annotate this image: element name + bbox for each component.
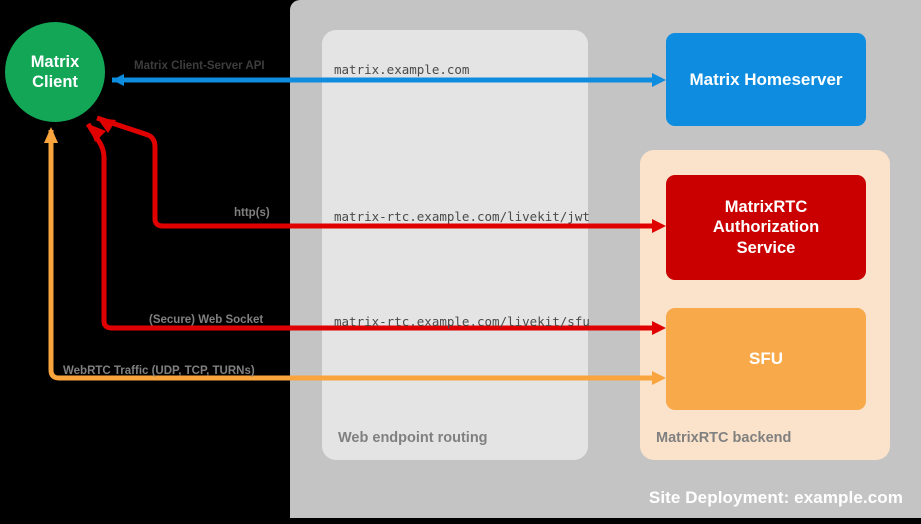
node-auth-line2: Authorization [712, 218, 820, 237]
node-matrix-client[interactable]: Matrix Client [5, 22, 105, 122]
site-deployment-label: Site Deployment: example.com [648, 488, 903, 507]
matrixrtc-backend-label: MatrixRTC backend [656, 430, 792, 446]
node-matrix-client-line2: Client [32, 73, 78, 91]
endpoint-url-matrix: matrix.example.com [334, 62, 470, 77]
node-matrixrtc-authorization-service[interactable]: MatrixRTC Authorization Service [666, 175, 866, 280]
node-matrix-homeserver-label: Matrix Homeserver [689, 69, 843, 89]
endpoint-url-livekit-sfu: matrix-rtc.example.com/livekit/sfu [334, 314, 590, 329]
edge-label-webrtc-traffic: WebRTC Traffic (UDP, TCP, TURNs) [63, 365, 255, 377]
node-auth-line3: Service [736, 238, 796, 257]
edge-label-secure-websocket: (Secure) Web Socket [149, 314, 264, 326]
node-auth-line1: MatrixRTC [724, 197, 808, 216]
edge-label-https: http(s) [234, 207, 270, 219]
node-sfu-label: SFU [749, 349, 783, 369]
web-endpoint-routing-label: Web endpoint routing [338, 430, 488, 446]
node-matrix-homeserver[interactable]: Matrix Homeserver [666, 33, 866, 126]
node-sfu[interactable]: SFU [666, 308, 866, 410]
endpoint-url-livekit-jwt: matrix-rtc.example.com/livekit/jwt [334, 209, 590, 224]
node-matrix-client-line1: Matrix [30, 52, 80, 71]
web-endpoint-routing-container: Web endpoint routing [322, 30, 588, 460]
edge-label-matrix-cs-api: Matrix Client-Server API [134, 60, 265, 72]
